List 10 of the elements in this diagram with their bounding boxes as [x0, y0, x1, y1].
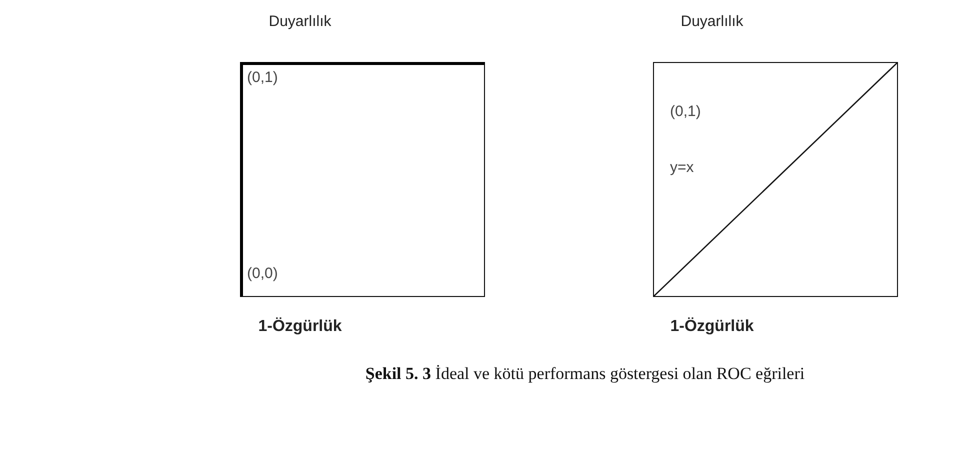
axis-title: 1-Özgürlük: [258, 318, 342, 336]
axis-title: 1-Özgürlük: [670, 318, 754, 336]
roc-plot-box: [240, 62, 485, 297]
axis-title: Duyarlılık: [680, 13, 744, 30]
point-label: (0,1): [670, 103, 701, 120]
axis-title: Duyarlılık: [268, 13, 332, 30]
figure-caption: Şekil 5. 3 İdeal ve kötü performans göstergesi olan ROC eğrileri: [364, 364, 806, 384]
point-label: (0,0): [247, 265, 278, 282]
point-label: (0,1): [247, 69, 278, 86]
line-label: y=x: [670, 159, 694, 176]
